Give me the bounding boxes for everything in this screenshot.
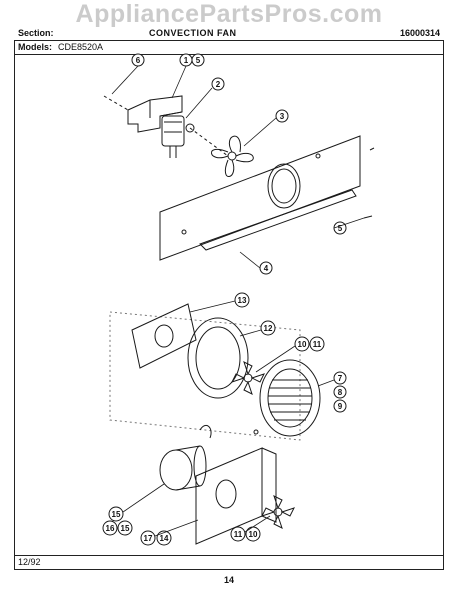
models-value: CDE8520A xyxy=(58,42,104,52)
page-number: 14 xyxy=(223,575,234,585)
callout-group: 1 5 6 2 3 5 4 13 12 10 11 7 8 9 15 16 15… xyxy=(102,53,347,546)
svg-text:6: 6 xyxy=(136,56,141,65)
watermark-text: AppliancePartsPros.com xyxy=(75,0,383,28)
callout-15b: 15 xyxy=(117,520,133,536)
svg-text:5: 5 xyxy=(338,224,343,233)
callout-2: 2 xyxy=(211,77,225,91)
callout-11a: 11 xyxy=(309,336,325,352)
callout-5a: 5 xyxy=(191,53,205,67)
callout-12: 12 xyxy=(260,320,276,336)
lower-fan-wheel-2 xyxy=(261,495,295,529)
svg-text:1: 1 xyxy=(184,56,189,65)
svg-text:3: 3 xyxy=(280,112,285,121)
callout-1: 1 xyxy=(179,53,193,67)
upper-fan-blade xyxy=(211,135,254,177)
svg-text:4: 4 xyxy=(264,264,269,273)
page-header: Section: CONVECTION FAN 16000314 xyxy=(14,28,444,40)
svg-text:16: 16 xyxy=(106,524,115,533)
gasket-ring xyxy=(187,317,249,399)
svg-text:11: 11 xyxy=(313,340,322,349)
svg-text:2: 2 xyxy=(216,80,221,89)
section-title: CONVECTION FAN xyxy=(149,28,237,38)
diagram-frame xyxy=(14,40,444,570)
callout-11b: 11 xyxy=(230,526,246,542)
lower-motor xyxy=(159,425,212,491)
back-panel xyxy=(159,135,361,261)
callout-10b: 10 xyxy=(245,526,261,542)
callout-5b: 5 xyxy=(333,221,347,235)
callout-7: 7 xyxy=(333,371,347,385)
footer-rule xyxy=(14,555,444,556)
callout-3: 3 xyxy=(275,109,289,123)
svg-text:10: 10 xyxy=(249,530,258,539)
svg-text:8: 8 xyxy=(338,388,343,397)
cover-plate xyxy=(131,303,197,369)
callout-8: 8 xyxy=(333,385,347,399)
callout-9: 9 xyxy=(333,399,347,413)
lower-fan-wheel xyxy=(231,361,265,395)
svg-text:14: 14 xyxy=(160,534,169,543)
footer-date: 12/92 xyxy=(18,557,41,567)
callout-16: 16 xyxy=(102,520,118,536)
section-label: Section: xyxy=(18,28,54,38)
svg-text:5: 5 xyxy=(196,56,201,65)
svg-text:15: 15 xyxy=(112,510,121,519)
fan-grille xyxy=(259,359,321,437)
models-row: Models: CDE8520A xyxy=(14,40,444,55)
svg-text:17: 17 xyxy=(144,534,153,543)
svg-text:10: 10 xyxy=(298,340,307,349)
callout-4: 4 xyxy=(259,261,273,275)
callout-14: 14 xyxy=(156,530,172,546)
svg-text:13: 13 xyxy=(238,296,247,305)
svg-text:9: 9 xyxy=(338,402,343,411)
upper-fan-motor xyxy=(161,115,195,158)
svg-text:12: 12 xyxy=(264,324,273,333)
part-number: 16000314 xyxy=(399,28,440,38)
models-label: Models: xyxy=(18,42,53,52)
callout-10a: 10 xyxy=(294,336,310,352)
motor-bracket xyxy=(127,95,183,133)
leader-lines xyxy=(111,65,365,537)
callout-13: 13 xyxy=(234,292,250,308)
svg-text:15: 15 xyxy=(121,524,130,533)
callout-17: 17 xyxy=(140,530,156,546)
callout-6: 6 xyxy=(131,53,145,67)
svg-text:7: 7 xyxy=(338,374,343,383)
callout-15a: 15 xyxy=(108,506,124,522)
svg-text:11: 11 xyxy=(234,530,243,539)
